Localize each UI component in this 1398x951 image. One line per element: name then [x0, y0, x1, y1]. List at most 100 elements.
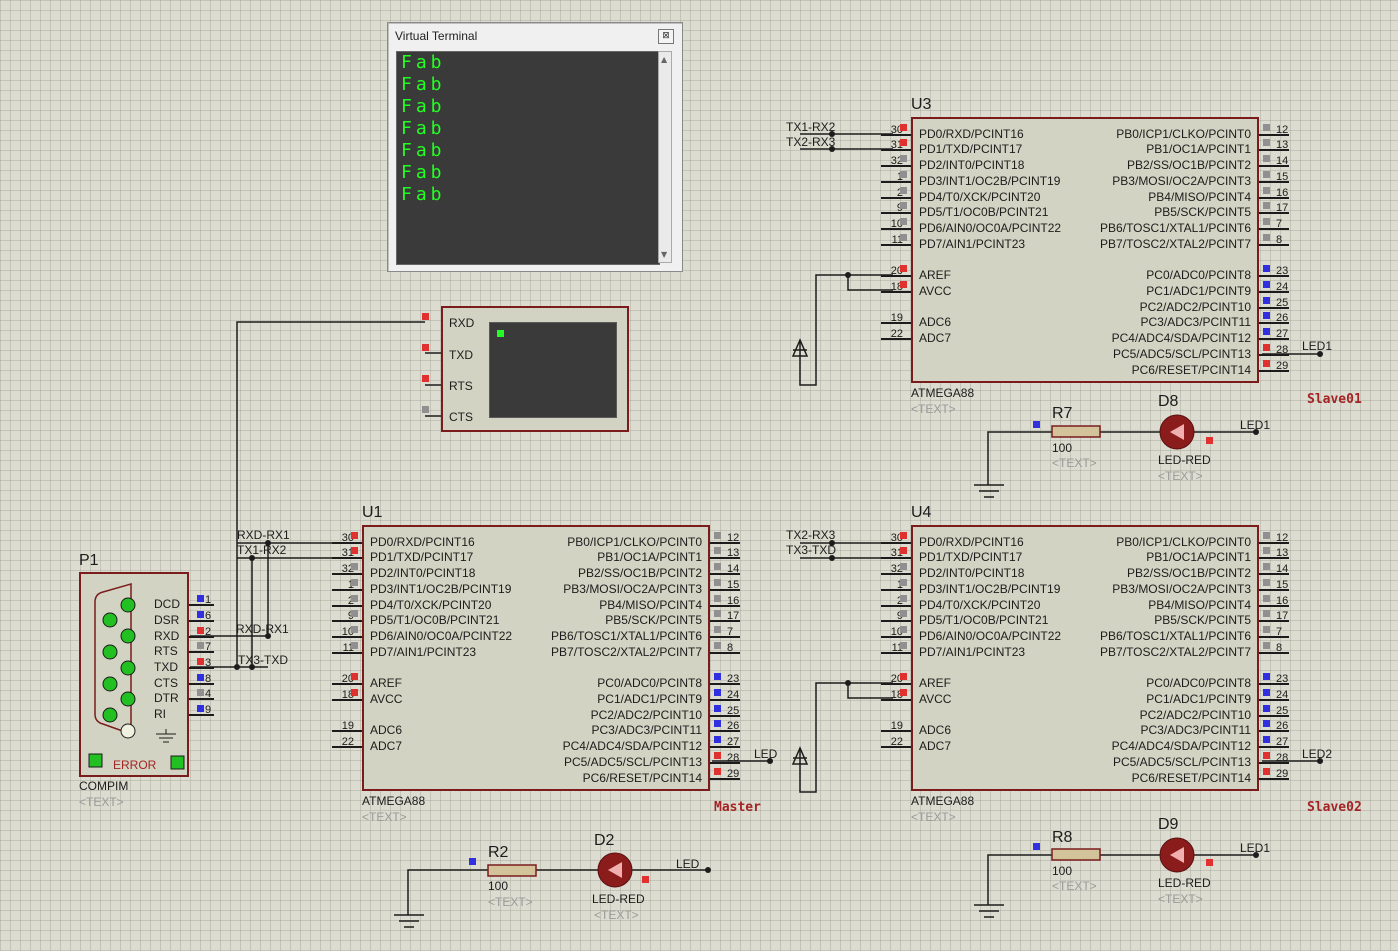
pin-state-icon — [351, 642, 358, 649]
pin-state-icon — [1263, 768, 1270, 775]
terminal-device[interactable] — [441, 306, 629, 432]
pin-number: 16 — [1276, 595, 1289, 607]
r7-text: <TEXT> — [1052, 456, 1097, 470]
compim-pin-dsr: DSR — [154, 613, 180, 627]
pin-number: 27 — [1276, 736, 1289, 748]
pin-stub — [189, 604, 214, 606]
u3-mcu-body[interactable] — [911, 117, 1259, 383]
pin-name: PC6/RESET/PCINT14 — [1131, 363, 1251, 377]
pin-state-icon — [714, 689, 721, 696]
pin-number: 31 — [341, 547, 354, 559]
pin-stub — [332, 620, 362, 622]
pin-state-icon — [351, 547, 358, 554]
pin-name: PB3/MOSI/OC2A/PCINT3 — [1112, 582, 1251, 596]
pin-stub — [1259, 542, 1289, 544]
pin-state-icon — [714, 563, 721, 570]
pin-stub — [710, 778, 740, 780]
net-label: RXD-RX1 — [237, 528, 290, 542]
u1-ref: U1 — [362, 504, 383, 521]
pin-stub — [332, 605, 362, 607]
pin-number: 31 — [890, 547, 903, 559]
pin-stub — [881, 683, 911, 685]
pin-stub — [332, 683, 362, 685]
pin-name: PD0/RXD/PCINT16 — [370, 535, 475, 549]
pin-stub — [881, 605, 911, 607]
pin-number: 32 — [890, 563, 903, 575]
pin-name: PC0/ADC0/PCINT8 — [1146, 676, 1251, 690]
pin-state-icon — [1263, 595, 1270, 602]
pin-stub — [881, 165, 911, 167]
pin-name: AVCC — [370, 692, 403, 706]
pin-state-icon — [900, 610, 907, 617]
pin-state-icon — [900, 281, 907, 288]
pin-number: 12 — [1276, 124, 1289, 136]
pin-state-icon — [1263, 689, 1270, 696]
pin-stub — [710, 589, 740, 591]
pin-number: 30 — [341, 532, 354, 544]
pin-name: ADC6 — [919, 315, 952, 329]
terminal-device-screen — [489, 322, 617, 418]
pin-state-icon — [1263, 344, 1270, 351]
pin-number: 1 — [881, 580, 903, 591]
pin-state-icon — [1263, 312, 1270, 319]
u1-text: <TEXT> — [362, 810, 407, 824]
pin-number: 29 — [1276, 768, 1289, 780]
terminal-pin-rts: RTS — [449, 379, 473, 393]
pin-state-icon — [1263, 218, 1270, 225]
pin-state-icon — [351, 563, 358, 570]
pin-number: 13 — [727, 547, 740, 559]
d8-part: LED-RED — [1158, 453, 1211, 467]
scroll-down-icon[interactable]: ▼ — [661, 250, 668, 259]
pin-stub — [332, 746, 362, 748]
pin-stub — [710, 715, 740, 717]
pin-number: 1 — [881, 172, 903, 183]
pin-name: PB7/TOSC2/XTAL2/PCINT7 — [1100, 645, 1251, 659]
close-icon[interactable]: ⊠ — [658, 29, 674, 44]
pin-name: PC2/ADC2/PCINT10 — [1139, 708, 1251, 722]
pin-number: 28 — [727, 752, 740, 764]
pin-state-icon — [469, 858, 476, 865]
pin-stub — [1259, 212, 1289, 214]
pin-state-icon — [1263, 642, 1270, 649]
pin-name: AREF — [919, 676, 952, 690]
pin-number: 15 — [727, 579, 740, 591]
d9-ref: D9 — [1158, 816, 1179, 833]
pin-state-icon — [900, 124, 907, 131]
compim-pin-txd: TXD — [154, 660, 178, 674]
pin-state-icon — [1263, 673, 1270, 680]
d8-text: <TEXT> — [1158, 469, 1203, 483]
pin-state-icon — [197, 627, 204, 634]
net-label: LED1 — [1302, 339, 1333, 353]
pin-stub — [189, 620, 214, 622]
pin-stub — [189, 714, 214, 716]
pin-name: PB4/MISO/PCINT4 — [1148, 598, 1251, 612]
pin-state-icon — [422, 344, 429, 351]
compim-pin-rts: RTS — [154, 644, 178, 658]
terminal-scrollbar[interactable]: ▲ ▼ — [658, 51, 672, 263]
r2-value: 100 — [488, 879, 509, 893]
pin-stub — [881, 275, 911, 277]
pin-name: PB0/ICP1/CLKO/PCINT0 — [567, 535, 702, 549]
pin-number: 25 — [1276, 705, 1289, 717]
virtual-terminal-window[interactable]: Virtual Terminal ⊠ Fab Fab Fab Fab Fab F… — [387, 22, 683, 272]
scroll-up-icon[interactable]: ▲ — [661, 55, 668, 64]
pin-state-icon — [1263, 720, 1270, 727]
pin-number: 11 — [891, 234, 903, 246]
pin-name: AREF — [919, 268, 952, 282]
u1-mcu-body[interactable] — [362, 525, 710, 791]
pin-stub — [710, 652, 740, 654]
terminal-line: Fab — [401, 96, 446, 117]
pin-stub — [1259, 291, 1289, 293]
pin-stub — [1259, 699, 1289, 701]
pin-stub — [189, 667, 214, 669]
u4-mcu-body[interactable] — [911, 525, 1259, 791]
pin-name: PC1/ADC1/PCINT9 — [1146, 692, 1251, 706]
pin-state-icon — [714, 547, 721, 554]
pin-state-icon — [197, 658, 204, 665]
pin-number: 8 — [1276, 642, 1283, 654]
terminal-screen[interactable]: Fab Fab Fab Fab Fab Fab Fab — [396, 51, 660, 265]
pin-name: ADC6 — [370, 723, 403, 737]
r8-ref: R8 — [1052, 829, 1073, 846]
compim-connector[interactable]: ERROR — [79, 572, 189, 777]
pin-stub — [1259, 244, 1289, 246]
